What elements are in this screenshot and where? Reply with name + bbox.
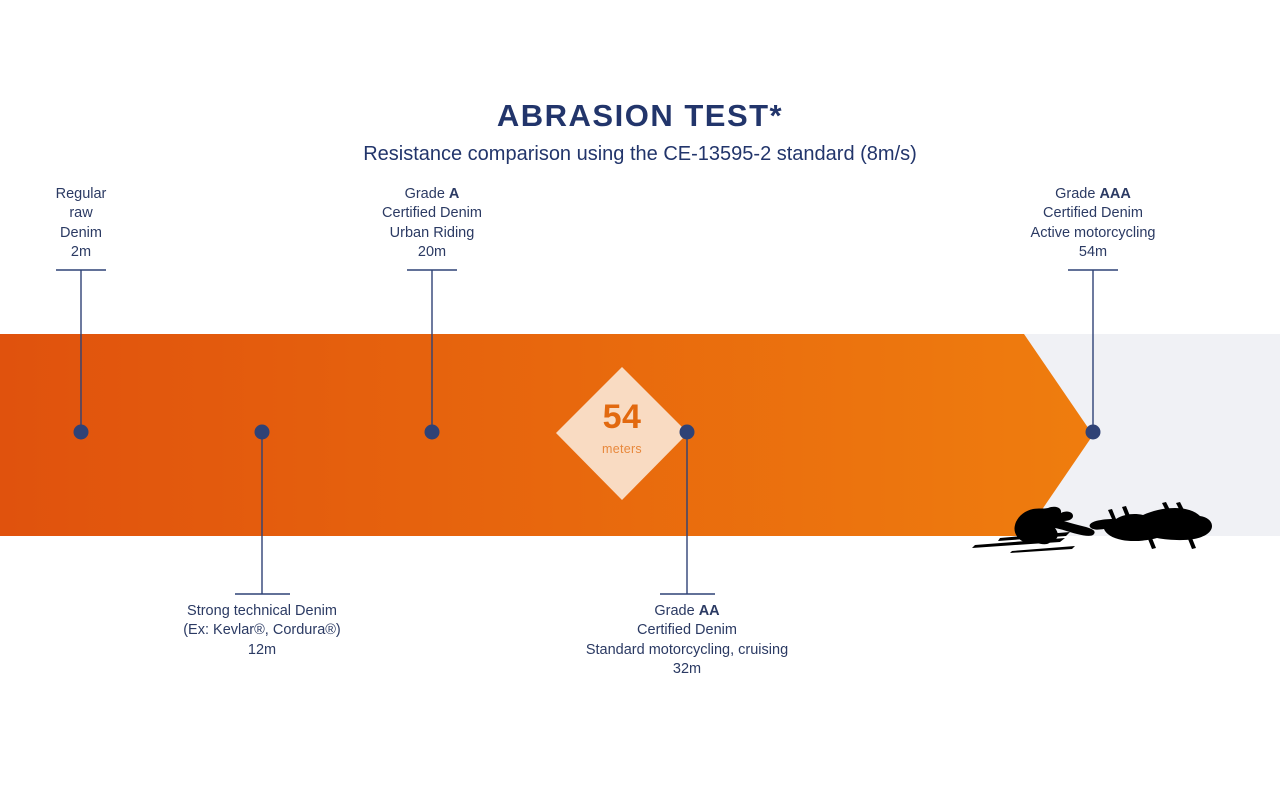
label-line-2: Certified Denim bbox=[1043, 205, 1143, 222]
leader-regular-raw-denim bbox=[56, 269, 106, 432]
label-line-1: Strong technical Denim bbox=[187, 603, 337, 619]
grade-prefix: Grade bbox=[654, 603, 699, 619]
marker-dot-grade-a[interactable] bbox=[424, 424, 440, 440]
orange-resistance-bar bbox=[0, 334, 1093, 536]
label-strong-technical-denim: Strong technical Denim (Ex: Kevlar®, Cor… bbox=[102, 602, 422, 660]
sliding-rider-icon bbox=[1014, 506, 1095, 545]
grade-code: AAA bbox=[1099, 186, 1131, 202]
label-value: 2m bbox=[70, 244, 92, 261]
marker-dot-grade-aa[interactable] bbox=[679, 424, 695, 440]
label-grade-a: Grade A Certified Denim Urban Riding 20m bbox=[332, 185, 532, 263]
marker-dot-strong-technical-denim[interactable] bbox=[254, 424, 270, 440]
label-regular-raw-denim: Regular raw Denim 2m bbox=[1, 185, 161, 263]
page-subtitle: Resistance comparison using the CE-13595… bbox=[363, 143, 917, 165]
label-line-3: Standard motorcycling, cruising bbox=[585, 641, 789, 658]
leader-grade-a bbox=[407, 269, 457, 432]
marker-dot-grade-aaa[interactable] bbox=[1085, 424, 1101, 440]
label-line-1: Grade AA bbox=[507, 602, 867, 621]
label-line-3: Urban Riding bbox=[389, 224, 475, 241]
label-value: 12m bbox=[247, 641, 277, 658]
callout-unit: meters bbox=[601, 442, 642, 456]
grade-code: AA bbox=[698, 603, 720, 619]
sliding-motorcycle-icon bbox=[1089, 502, 1212, 549]
label-value: 32m bbox=[672, 661, 702, 678]
label-grade-aa: Grade AA Certified Denim Standard motorc… bbox=[507, 602, 867, 680]
label-line-3: Denim bbox=[60, 224, 102, 241]
callout-diamond bbox=[556, 367, 688, 500]
label-line-2: raw bbox=[69, 205, 93, 222]
grade-prefix: Grade bbox=[404, 186, 449, 202]
label-line-1: Grade AAA bbox=[973, 185, 1213, 204]
label-line-1: Grade A bbox=[332, 185, 532, 204]
label-value: 54m bbox=[1078, 244, 1108, 261]
label-grade-aaa: Grade AAA Certified Denim Active motorcy… bbox=[973, 185, 1213, 263]
page-title: ABRASION TEST* bbox=[496, 98, 784, 133]
leader-strong-technical-denim bbox=[235, 432, 290, 595]
crash-silhouette bbox=[972, 502, 1212, 553]
label-line-2: Certified Denim bbox=[382, 205, 482, 222]
leader-grade-aaa bbox=[1068, 269, 1118, 432]
label-value: 20m bbox=[417, 244, 447, 261]
label-line-1: Regular bbox=[55, 186, 107, 202]
label-line-2: Certified Denim bbox=[637, 622, 737, 639]
grade-code: A bbox=[448, 186, 460, 202]
grade-prefix: Grade bbox=[1055, 186, 1100, 202]
label-line-2: (Ex: Kevlar®, Cordura®) bbox=[183, 622, 341, 639]
marker-dot-regular-raw-denim[interactable] bbox=[73, 424, 89, 440]
leader-grade-aa bbox=[660, 432, 715, 595]
label-line-3: Active motorcycling bbox=[1030, 224, 1156, 241]
callout-value: 54 bbox=[602, 398, 642, 436]
